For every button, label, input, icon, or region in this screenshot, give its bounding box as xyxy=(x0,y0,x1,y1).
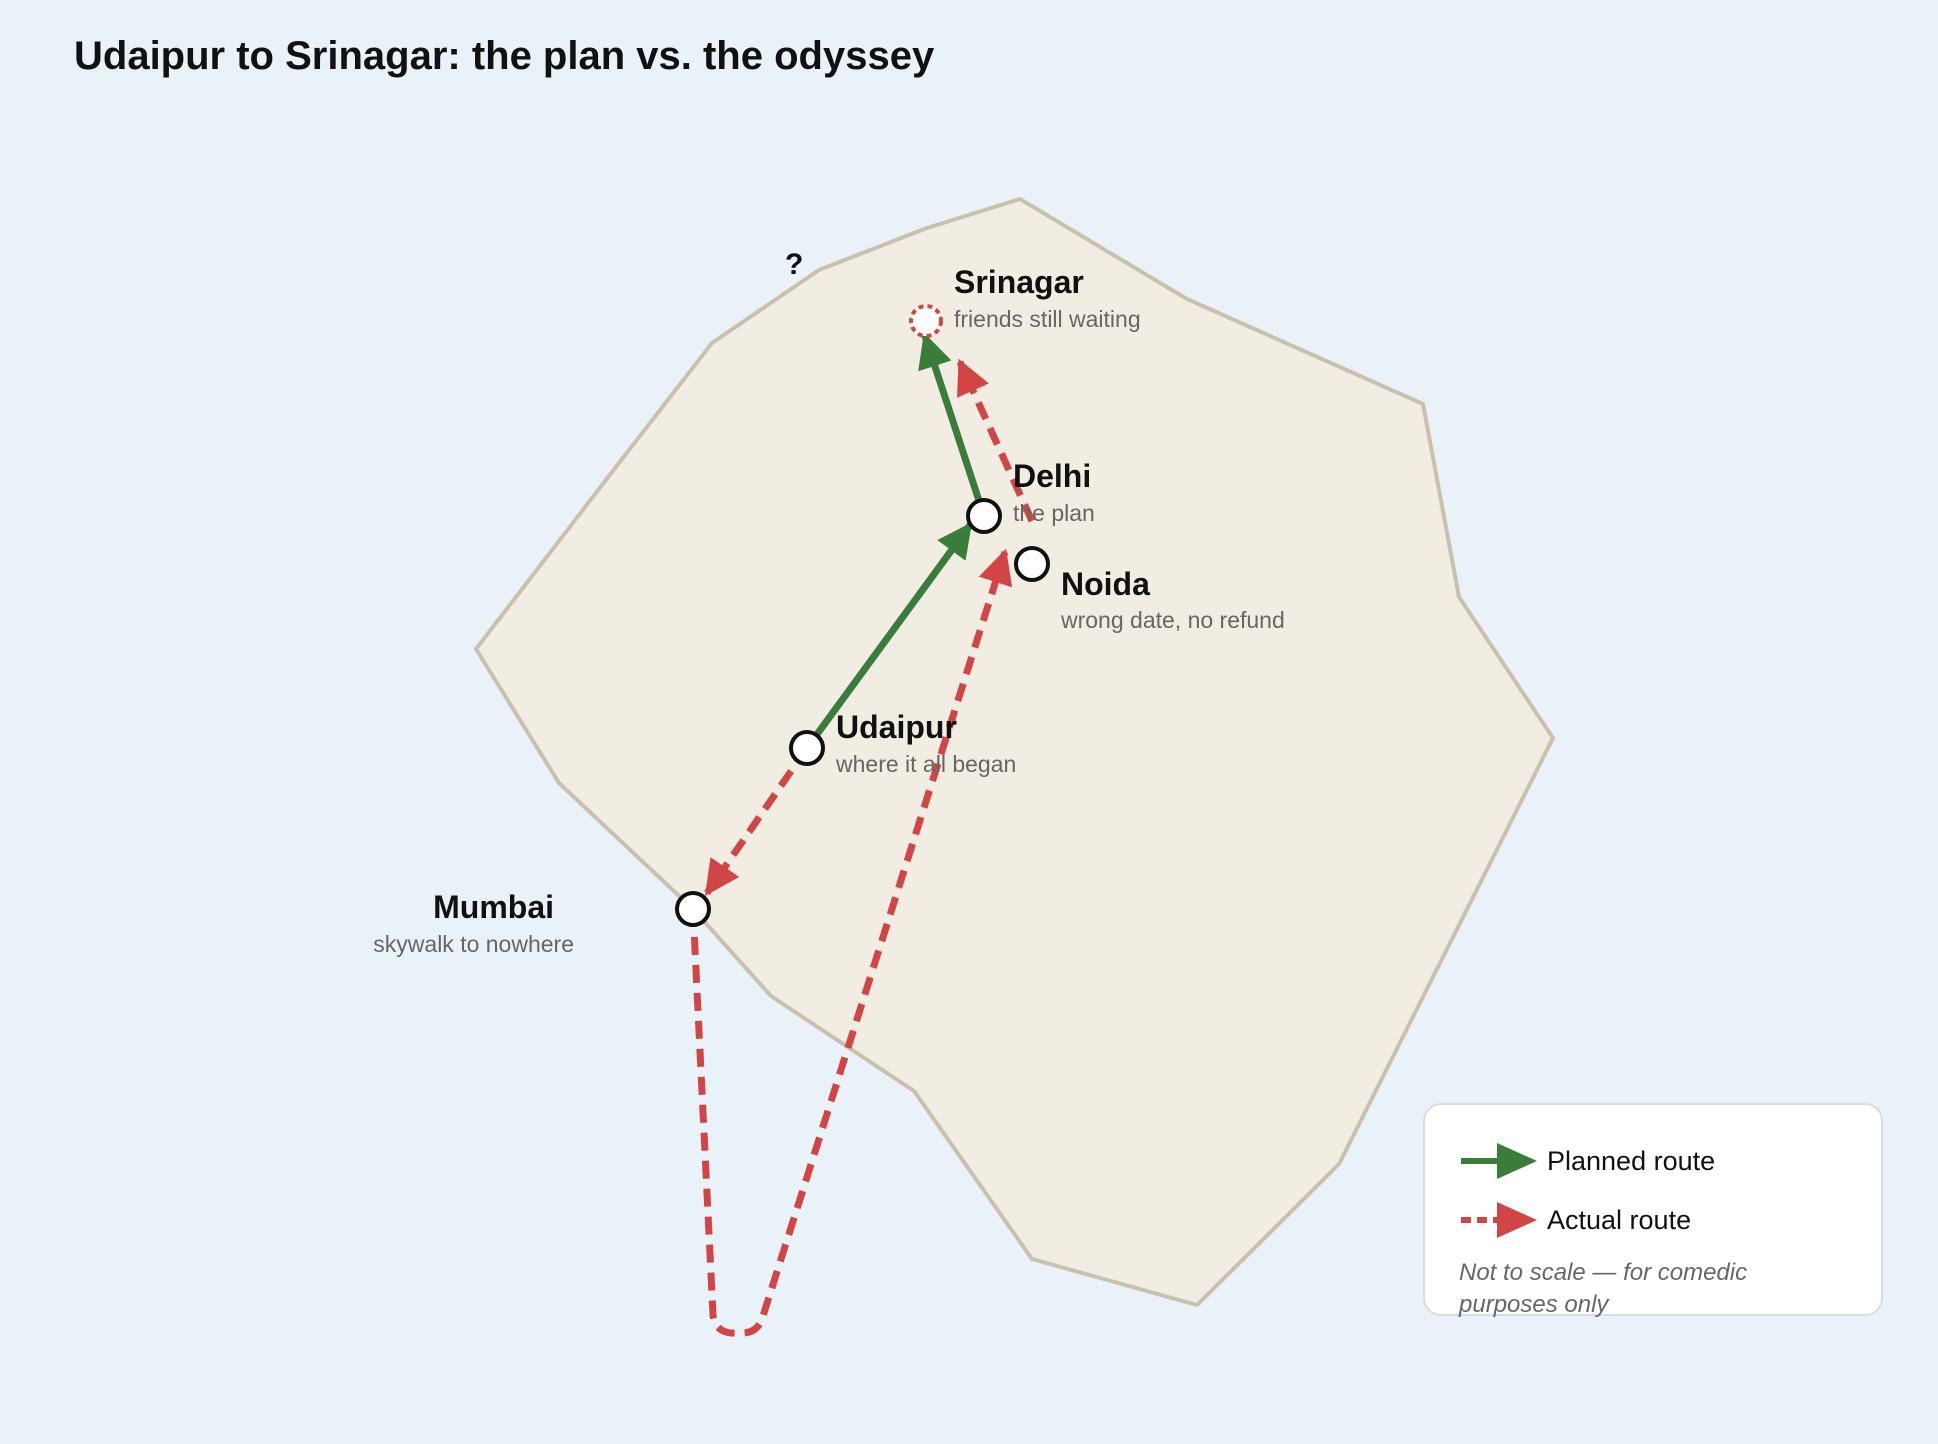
delhi-label: Delhi xyxy=(1013,458,1091,494)
actual-route-noida-srinagar xyxy=(956,358,1036,523)
noida-marker xyxy=(1014,546,1050,582)
planned-route-udaipur-delhi xyxy=(803,521,974,752)
planned-route-delhi-srinagar xyxy=(918,332,988,520)
legend-planned-route: Planned route xyxy=(1459,1141,1715,1181)
map-legend: Planned route Actual route Not to scale … xyxy=(1423,1103,1883,1318)
actual-route-udaipur-mumbai xyxy=(704,746,810,896)
planned-route-swatch-icon xyxy=(1461,1143,1537,1179)
mumbai-marker xyxy=(675,891,711,927)
srinagar-marker xyxy=(909,304,943,338)
land-region xyxy=(474,197,1555,1307)
srinagar-note: friends still waiting xyxy=(954,306,1141,332)
legend-planned-label: Planned route xyxy=(1547,1145,1716,1176)
udaipur-note: where it all began xyxy=(835,751,1016,777)
delhi-note: the plan xyxy=(1013,500,1095,526)
noida-label: Noida xyxy=(1061,566,1150,602)
udaipur-label: Udaipur xyxy=(836,709,957,745)
legend-actual-label: Actual route xyxy=(1547,1204,1692,1235)
mumbai-label: Mumbai xyxy=(433,889,554,925)
legend-scale-note: Not to scale — for comedic purposes only xyxy=(1459,1259,1748,1318)
mumbai-note: skywalk to nowhere xyxy=(373,931,574,957)
legend-actual-route: Actual route xyxy=(1459,1200,1691,1240)
noida-note: wrong date, no refund xyxy=(1060,607,1285,633)
delhi-marker xyxy=(966,498,1002,534)
question-mark-annotation: ? xyxy=(785,248,803,281)
udaipur-marker xyxy=(789,730,825,766)
actual-route-swatch-icon xyxy=(1461,1202,1537,1238)
srinagar-label: Srinagar xyxy=(954,264,1084,300)
map-title: Udaipur to Srinagar: the plan vs. the od… xyxy=(74,34,935,78)
